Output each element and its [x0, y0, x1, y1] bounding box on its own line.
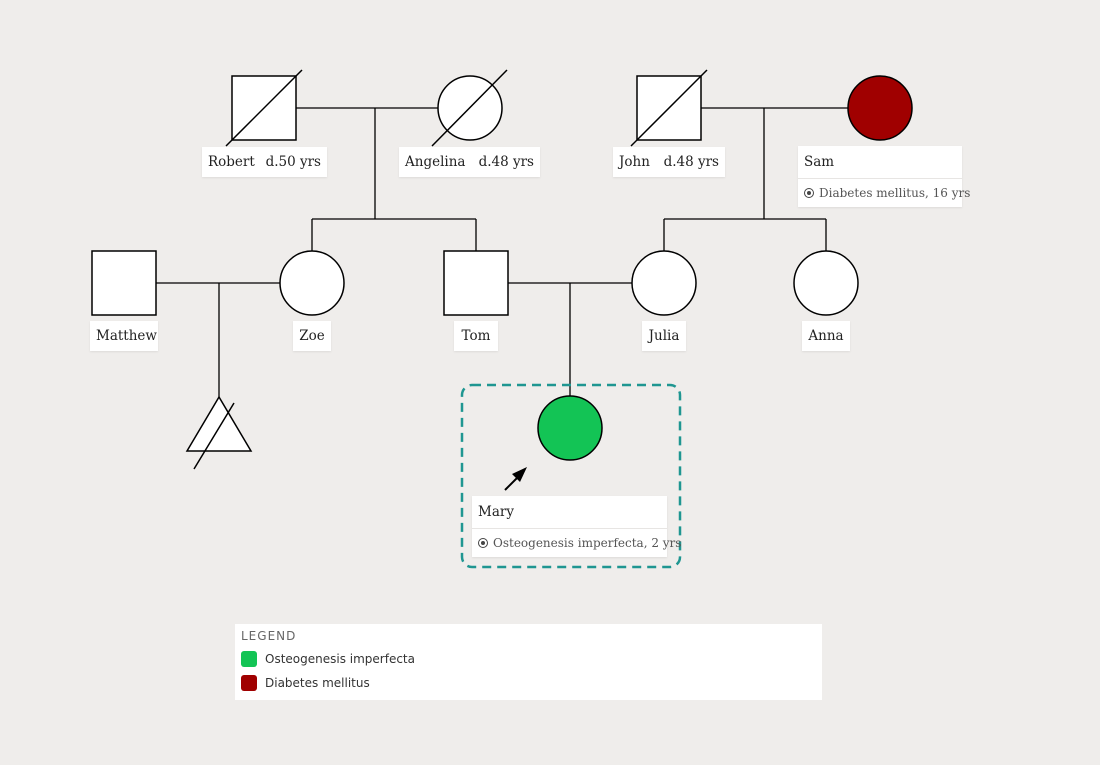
name-matthew: Matthew — [96, 328, 157, 344]
name-angelina: Angelina — [405, 154, 466, 170]
legend-title: LEGEND — [241, 629, 297, 643]
person-julia[interactable] — [631, 250, 697, 316]
label-anna: Anna — [802, 321, 850, 351]
label-julia: Julia — [642, 321, 686, 351]
label-angelina: Angelina d.48 yrs — [399, 147, 540, 177]
legend-item-diabetes: Diabetes mellitus — [241, 675, 816, 691]
condition-radio-icon — [478, 538, 488, 548]
proband-highlight-box — [460, 383, 682, 569]
person-anna[interactable] — [793, 250, 859, 316]
person-mary[interactable] — [537, 395, 603, 461]
person-robert[interactable] — [225, 69, 303, 147]
legend-item-osteogenesis: Osteogenesis imperfecta — [241, 651, 816, 667]
deceased-mark — [630, 69, 708, 147]
legend-swatch — [241, 651, 257, 667]
name-robert: Robert — [208, 154, 255, 170]
person-sam[interactable] — [847, 75, 913, 141]
age-john: d.48 yrs — [663, 154, 719, 170]
age-angelina: d.48 yrs — [478, 154, 534, 170]
name-anna: Anna — [808, 328, 844, 344]
legend-label: Osteogenesis imperfecta — [265, 652, 415, 666]
age-robert: d.50 yrs — [265, 154, 321, 170]
pregnancy-loss-triangle[interactable] — [185, 395, 253, 470]
deceased-mark — [431, 69, 508, 147]
legend-swatch — [241, 675, 257, 691]
condition-sam: Diabetes mellitus, 16 yrs — [798, 179, 970, 207]
label-sam: Sam Diabetes mellitus, 16 yrs — [798, 146, 970, 207]
label-zoe: Zoe — [293, 321, 331, 351]
legend: LEGEND Osteogenesis imperfecta Diabetes … — [235, 624, 822, 700]
label-matthew: Matthew — [90, 321, 158, 351]
legend-label: Diabetes mellitus — [265, 676, 370, 690]
person-john[interactable] — [630, 69, 708, 147]
name-julia: Julia — [648, 328, 680, 344]
deceased-mark — [193, 402, 235, 470]
label-john: John d.48 yrs — [613, 147, 725, 177]
label-mary: Mary Osteogenesis imperfecta, 2 yrs — [472, 496, 681, 557]
person-matthew[interactable] — [91, 250, 157, 316]
person-tom[interactable] — [443, 250, 509, 316]
condition-radio-icon — [804, 188, 814, 198]
name-tom: Tom — [461, 328, 491, 344]
name-zoe: Zoe — [299, 328, 325, 344]
name-john: John — [619, 154, 650, 170]
label-robert: Robert d.50 yrs — [202, 147, 327, 177]
deceased-mark — [225, 69, 303, 147]
label-tom: Tom — [454, 321, 498, 351]
person-zoe[interactable] — [279, 250, 345, 316]
name-sam: Sam — [798, 146, 962, 179]
proband-arrow-icon — [504, 467, 527, 491]
person-angelina[interactable] — [431, 69, 508, 147]
name-mary: Mary — [472, 496, 667, 529]
condition-mary: Osteogenesis imperfecta, 2 yrs — [472, 529, 681, 557]
